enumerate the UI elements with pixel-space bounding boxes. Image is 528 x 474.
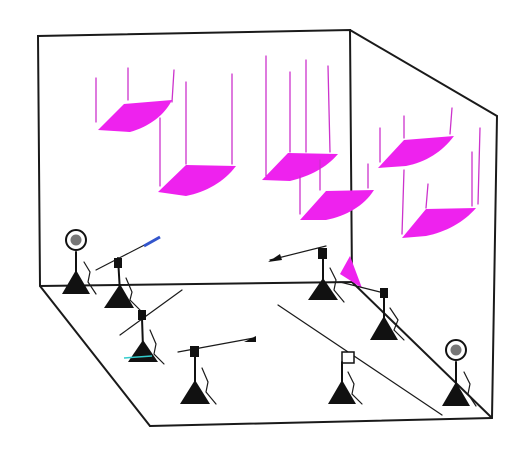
boom-tripod	[104, 284, 134, 308]
panel-1-wires	[95, 67, 175, 123]
boom-right-cable	[329, 267, 345, 303]
panel-3-shape	[262, 153, 338, 181]
boom-arm-right-tip	[268, 254, 282, 262]
boom-front-arm	[177, 337, 255, 353]
hanging-panel-3	[262, 55, 338, 181]
floor-guide-line	[277, 304, 443, 416]
boom-stand-back-right	[268, 245, 345, 303]
panels-group	[95, 55, 481, 238]
light-head-outer	[65, 229, 87, 251]
camera-stand-front	[328, 351, 363, 405]
boom-arm-tip	[143, 235, 161, 248]
light-cable	[83, 261, 97, 295]
panel-1-shape	[98, 100, 172, 132]
boom-stand-front	[177, 336, 256, 405]
panel-2-shape	[158, 165, 236, 196]
panel-2-wires	[159, 73, 233, 187]
mic-stand-right	[370, 288, 405, 341]
boom-right-clamp	[318, 248, 327, 259]
mic-right-tripod	[370, 316, 398, 340]
panel-5-wires	[379, 107, 453, 163]
camera-body	[341, 351, 355, 364]
corner-reflector	[340, 256, 362, 288]
panel-5-shape	[378, 136, 454, 168]
light-stand-front-right	[442, 339, 477, 407]
ceiling-right-edge	[349, 29, 498, 117]
panel-4-wires	[299, 159, 369, 215]
boom-stand-back-left	[95, 235, 161, 311]
hanging-panel-5	[378, 107, 454, 168]
mic-left-head	[138, 310, 146, 320]
hanging-panel-4	[299, 159, 374, 220]
right-wall-front-edge	[491, 115, 498, 419]
panel-6-shape	[402, 208, 476, 238]
mic-left-floor-mark	[123, 355, 153, 359]
light-front-head-inner	[450, 344, 462, 356]
room-wireframe	[36, 28, 498, 427]
camera-tripod	[328, 380, 356, 404]
light-head-inner	[70, 234, 82, 246]
mic-left-tripod	[128, 340, 158, 362]
hanging-panel-1	[95, 67, 175, 132]
boom-front-cable	[201, 367, 217, 405]
mic-stand-left	[123, 310, 165, 365]
boom-front-tripod	[180, 380, 210, 404]
floor-front-edge	[149, 417, 493, 427]
mic-left-cable	[149, 329, 165, 365]
floor-guide-line-2	[119, 289, 183, 336]
panel-3-wires	[265, 55, 331, 177]
boom-right-tripod	[308, 278, 338, 300]
mic-right-cable	[389, 307, 405, 341]
boom-front-clamp	[190, 346, 199, 357]
mic-right-head	[380, 288, 388, 298]
light-stand-back-left	[62, 229, 97, 295]
light-front-head-outer	[445, 339, 467, 361]
light-front-cable	[463, 371, 477, 407]
boom-front-tip	[244, 336, 256, 342]
light-front-tripod	[442, 382, 470, 406]
camera-cable	[347, 371, 363, 405]
light-tripod	[62, 270, 90, 294]
floor-left-edge	[39, 285, 151, 427]
reflector-handle	[339, 281, 381, 293]
hanging-panel-6	[401, 127, 481, 238]
panel-6-wires	[401, 127, 481, 235]
hanging-panel-2	[158, 73, 236, 196]
panel-4-shape	[300, 190, 374, 220]
stands-group	[62, 229, 477, 407]
boom-cable	[125, 277, 141, 311]
